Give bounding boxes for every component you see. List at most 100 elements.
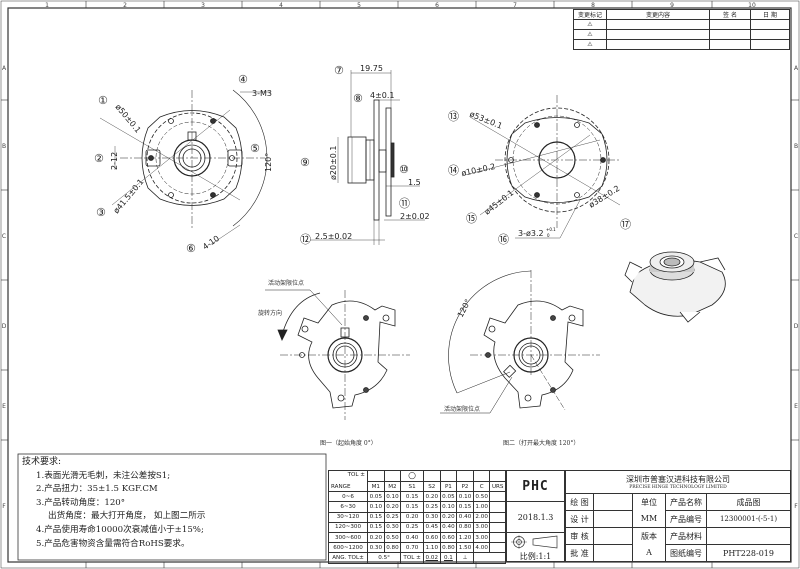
rev-header-content: 变更内容 — [606, 9, 710, 20]
callout-6: ⑥ — [186, 242, 196, 255]
limit-point-label: 活动架限位点 — [268, 279, 304, 287]
revision-mark-icon: ⚠ — [573, 29, 607, 40]
callout-3: ③ — [96, 206, 106, 219]
company-name-en: PRECISE HINGE TECHNOLOGY LIMITED — [629, 485, 727, 490]
dim-1-5: 1.5 — [408, 178, 421, 187]
tol-value: 0.60 — [439, 531, 458, 544]
dim-4: 4±0.1 — [370, 91, 395, 100]
zone-letter: B — [794, 143, 798, 150]
tol-corner-bottom: RANGE — [331, 484, 351, 491]
zone-number: 6 — [435, 2, 439, 9]
field-material: 产品材料 — [665, 527, 707, 545]
angle-tol-label: ANG. TOL± — [328, 552, 368, 564]
company-logo: PHC — [507, 471, 564, 502]
requirement-item: 2.产品扭力：35±1.5 KGF.CM — [36, 484, 158, 495]
field-product-code: 产品编号 — [665, 510, 707, 528]
tol-value: 0.50 — [383, 531, 402, 544]
tol-value: 0.50 — [472, 491, 491, 503]
tol-value: 0.40 — [439, 521, 458, 533]
figure-2-angle: 120° — [456, 298, 473, 319]
callout-10: ⑩ — [399, 163, 409, 176]
tol-value: 0.15 — [367, 521, 385, 533]
zone-number: 7 — [513, 2, 517, 9]
tol-column-header: P1 — [439, 480, 458, 493]
tol-value: 0.60 — [422, 531, 441, 544]
tol-value — [489, 511, 506, 523]
tol-value: 0.20 — [400, 511, 424, 523]
revision-table: 变更标记 变更内容 签 名 日 期 ⚠ ⚠ ⚠ — [573, 9, 790, 50]
tol-value: 0.30 — [367, 542, 385, 554]
callout-12: ⑫ — [300, 233, 311, 246]
side-view-labels: ⑦ ⑧ ⑨ ⑩ ⑪ ⑫ 19.75 4±0.1 ø20±0.1 1.5 2±0.… — [300, 64, 430, 246]
tol-column-header: S2 — [422, 480, 441, 493]
field-drawing-number: 图纸编号 — [665, 544, 707, 562]
dim-2-5: 2.5±0.02 — [315, 232, 352, 241]
callout-8: ⑧ — [353, 92, 363, 105]
front-view — [99, 89, 270, 246]
tol-value — [489, 501, 506, 513]
tol-value: 0.20 — [422, 491, 441, 503]
revision-mark-icon: ⚠ — [573, 39, 607, 50]
isometric-view — [624, 251, 726, 323]
tol-value: 0.15 — [456, 501, 474, 513]
dim-19-75: 19.75 — [360, 64, 383, 73]
perpendicularity-symbol: ⊥ — [456, 552, 474, 564]
dim-120-deg: 120° — [264, 153, 273, 172]
zone-number: 4 — [279, 2, 283, 9]
dim-d10: ø10±0.2 — [461, 162, 497, 178]
tol-value: 0.15 — [400, 501, 424, 513]
dim-d45: ø45±0.1 — [483, 188, 516, 216]
callout-1: ① — [98, 94, 108, 107]
role-draw: 绘 图 — [565, 493, 594, 511]
dim-d50: ø50±0.1 — [113, 103, 142, 135]
zone-letter: D — [2, 323, 7, 330]
requirements-box — [17, 453, 327, 561]
tol-value: 0.80 — [439, 542, 458, 554]
title-block: 深圳市普塞汉进科技有限公司 PRECISE HINGE TECHNOLOGY L… — [565, 470, 791, 562]
zone-number: 2 — [123, 2, 127, 9]
callout-13: ⑬ — [448, 110, 459, 123]
requirement-item: 4.产品使用寿命10000次衰减值小于±15%; — [36, 524, 204, 535]
tol-value: 0.05 — [439, 491, 458, 503]
tol-value: 3.00 — [472, 531, 491, 544]
version-label: 版本 — [632, 527, 666, 545]
dim-3-m3: 3-M3 — [252, 89, 272, 98]
tol-range: 30~120 — [328, 511, 368, 523]
tol-value: 0.25 — [383, 511, 402, 523]
technical-requirements: 技术要求: 1.表面光滑无毛刺，未注公差按S1; 2.产品扭力：35±1.5 K… — [22, 456, 322, 551]
tol-column-header: M1 — [367, 480, 385, 493]
tol-value: 0.10 — [367, 501, 385, 513]
tol-column-header: S1 — [400, 480, 424, 493]
tol-column-header: P2 — [456, 480, 474, 493]
tol-corner-cell: TOL ± RANGE — [328, 469, 368, 493]
callout-14: ⑭ — [448, 164, 459, 177]
back-view-labels: ⑬ ⑭ ⑮ ⑯ ⑰ ø53±0.1 ø10±0.2 ø45±0.1 ø38±0.… — [448, 110, 631, 246]
tol-value: 0.30 — [422, 511, 441, 523]
zone-letter: A — [2, 65, 7, 72]
figure-1-labels: 活动架限位点 旋转方向 图一（起始角度 0°） — [258, 279, 377, 447]
tol-value: 0.70 — [400, 542, 424, 554]
dim-4-10: 4-10 — [201, 234, 221, 252]
tol-value — [489, 542, 506, 554]
zone-number: 5 — [357, 2, 361, 9]
zone-letter: B — [2, 143, 6, 150]
side-view — [310, 70, 425, 245]
tol-value: 0.40 — [456, 511, 474, 523]
tol-value: 0.20 — [383, 501, 402, 513]
callout-15: ⑮ — [466, 212, 477, 225]
tol-value: 2.00 — [472, 511, 491, 523]
tol-corner-top: TOL ± — [347, 472, 365, 478]
role-review: 审 核 — [565, 527, 594, 545]
dim-3-d3-2: 3-ø3.2 — [518, 229, 544, 238]
zone-number: 3 — [201, 2, 205, 9]
angle-tol-value: 0.5° — [366, 552, 402, 564]
tol-value: 1.20 — [456, 531, 474, 544]
value-product-name: 成品图 — [706, 493, 791, 511]
zone-letter: A — [794, 65, 799, 72]
company-name-cn: 深圳市普塞汉进科技有限公司 — [626, 475, 730, 484]
rotation-direction-label: 旋转方向 — [258, 309, 282, 317]
rev-header-sign: 签 名 — [709, 9, 751, 20]
